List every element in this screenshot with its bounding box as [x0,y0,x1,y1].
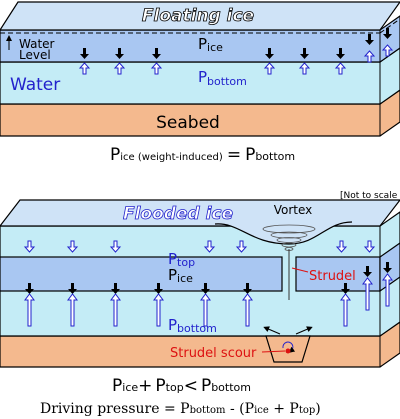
water-level-label-line2: Level [19,48,51,62]
water-level-label-line1: Water [19,37,55,51]
scour-point-icon [285,348,291,354]
up-arrow-icon [113,62,126,75]
equation-floating: Pice (weight-induced)=Pbottom [110,145,295,165]
bottom-pressure-arrows-bottom [24,273,393,327]
spread-arrow-right-icon [295,326,313,335]
ice-weight-arrows [80,28,392,59]
down-arrow-icon [383,262,392,273]
up-arrow-icon [298,62,311,75]
up-arrow-icon [67,293,78,327]
floating-ice-title: Floating ice [142,6,254,26]
ice-weight-arrows-bottom [25,262,392,294]
vortex-label: Vortex [274,203,313,217]
down-arrow-icon [23,240,36,253]
up-arrow-icon [24,293,35,327]
flooded-ice-title: Flooded ice [123,204,233,224]
down-arrow-icon [115,48,124,59]
up-arrow-icon [110,293,121,327]
strudel-label: Strudel [309,269,356,284]
down-arrow-icon [154,283,163,294]
p-ice-label: Pice [198,35,223,54]
down-arrow-icon [265,48,274,59]
strudel-scour-pit [263,326,313,363]
top-pressure-arrows [23,240,376,253]
up-arrow-icon [78,62,91,75]
down-arrow-icon [201,283,210,294]
down-arrow-icon [300,48,309,59]
up-arrow-icon [334,62,347,75]
p-ice-label-bottom: Pice [168,266,193,285]
down-arrow-icon [68,283,77,294]
down-arrow-icon [152,48,161,59]
p-bottom-label-bottom: Pbottom [168,316,217,335]
down-arrow-icon [109,240,122,253]
down-arrow-icon [383,28,392,39]
down-arrow-icon [203,240,216,253]
seabed-label: Seabed [156,113,220,133]
down-arrow-icon [336,48,345,59]
down-arrow-icon [335,240,348,253]
up-arrow-icon [362,277,373,311]
up-arrow-icon [263,62,276,75]
down-arrow-icon [111,283,120,294]
down-arrow-icon [341,283,350,294]
up-arrow-icon [150,62,163,75]
vortex-swirl-icon [262,224,316,300]
strudel-scour-label: Strudel scour [170,346,257,361]
top-panel: Floating ice Water Level Water Pice Pbot… [0,1,400,137]
bottom-panel: Flooded ice Vortex Ptop Pice Pbottom Str… [0,199,400,368]
driving-pressure-formula: Driving pressure = Pbottom - (Pice + Pto… [40,401,321,417]
down-arrow-icon [363,266,372,277]
p-top-label: Ptop [168,250,195,269]
not-to-scale-note: [Not to scale [340,191,398,201]
up-arrow-icon [382,273,393,307]
floating-ice-block [0,1,400,63]
equation-flooded: Pice+Ptop<Pbottom [112,376,251,396]
up-arrow-icon [242,293,253,327]
p-bottom-label: Pbottom [198,68,247,88]
down-arrow-icon [25,283,34,294]
down-arrow-icon [80,48,89,59]
up-arrow-icon [200,293,211,327]
up-arrow-icon [153,293,164,327]
up-arrow-icon [363,50,376,63]
down-arrow-icon [243,283,252,294]
down-arrow-icon [66,240,79,253]
down-arrow-icon [363,240,376,253]
down-arrow-icon [235,240,248,253]
up-arrow-icon [381,44,394,57]
up-arrow-icon [340,293,351,327]
bottom-pressure-arrows [78,44,394,75]
water-label: Water [10,75,60,95]
spread-arrow-left-icon [263,326,281,335]
down-arrow-icon [365,34,374,45]
